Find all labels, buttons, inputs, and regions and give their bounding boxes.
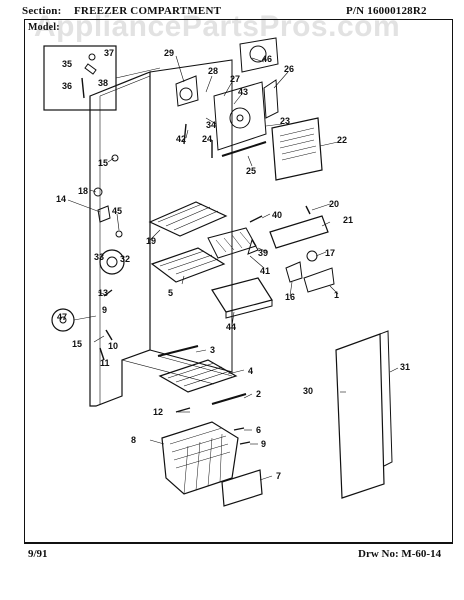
part-39-shape	[247, 238, 259, 255]
part-5-shape	[150, 247, 226, 283]
part-10-shape	[105, 329, 113, 341]
part-15-shape	[111, 154, 119, 162]
part-37-shape	[88, 53, 96, 61]
part-25-shape	[221, 141, 267, 157]
part-22-shape	[271, 117, 323, 181]
callout-18: 18	[78, 186, 88, 196]
callout-31: 31	[400, 362, 410, 372]
part-8-shape	[161, 421, 239, 495]
callout-20: 20	[329, 199, 339, 209]
part-40-shape	[249, 215, 263, 223]
part-31-shape	[379, 330, 393, 467]
callout-36: 36	[62, 81, 72, 91]
part-11-shape	[99, 347, 105, 361]
callout-23: 23	[280, 116, 290, 126]
callout-4: 4	[248, 366, 253, 376]
callout-16: 16	[285, 292, 295, 302]
callout-9b: 9	[261, 439, 266, 449]
callout-42: 42	[176, 134, 186, 144]
model-label: Model:	[28, 22, 60, 33]
part-42-shape	[183, 123, 187, 145]
part-21-shape	[269, 215, 329, 249]
part-number: P/N 16000128R2	[346, 5, 427, 17]
callout-5: 5	[168, 288, 173, 298]
detail-inset-leader	[115, 67, 161, 79]
part-30-shape	[335, 333, 385, 499]
drawing-number: Drw No: M-60-14	[358, 548, 442, 560]
callout-15: 15	[98, 158, 108, 168]
callout-41: 41	[260, 266, 270, 276]
callout-45: 45	[112, 206, 122, 216]
part-16-shape	[285, 261, 303, 283]
part-36-shape	[81, 77, 85, 99]
part-46-shape	[239, 37, 279, 73]
cabinet-liner	[89, 71, 151, 407]
callout-25: 25	[246, 166, 256, 176]
part-33-shape	[99, 249, 125, 275]
part-13-shape	[103, 289, 113, 297]
callout-9: 9	[102, 305, 107, 315]
callout-32: 32	[120, 254, 130, 264]
part-9-shape	[239, 441, 251, 445]
callout-15b: 15	[72, 339, 82, 349]
footer-divider	[24, 542, 453, 544]
callout-1: 1	[334, 290, 339, 300]
footer-date: 9/91	[28, 548, 48, 560]
part-20-shape	[305, 205, 311, 215]
part-1-shape	[303, 267, 335, 293]
callout-6: 6	[256, 425, 261, 435]
callout-27: 27	[230, 74, 240, 84]
part-2-shape	[211, 393, 247, 405]
callout-43: 43	[238, 87, 248, 97]
callout-8: 8	[131, 435, 136, 445]
part-44-shape	[211, 277, 273, 313]
part-7-shape	[221, 469, 263, 507]
callout-29: 29	[164, 48, 174, 58]
callout-38: 38	[98, 78, 108, 88]
callout-46: 46	[262, 54, 272, 64]
callout-26: 26	[284, 64, 294, 74]
callout-39: 39	[258, 248, 268, 258]
part-6-shape	[233, 427, 245, 431]
callout-35: 35	[62, 59, 72, 69]
part-3-shape	[157, 345, 199, 357]
part-29-shape	[175, 75, 199, 107]
callout-7: 7	[276, 471, 281, 481]
callout-13: 13	[98, 288, 108, 298]
part-14-shape	[97, 205, 111, 223]
callout-30: 30	[303, 386, 313, 396]
section-label: Section:	[22, 5, 62, 17]
part-23-shape	[213, 81, 267, 151]
part-17-shape	[306, 250, 318, 262]
part-26-shape	[263, 79, 279, 119]
part-18-shape	[93, 187, 103, 197]
callout-19: 19	[146, 236, 156, 246]
callout-37: 37	[104, 48, 114, 58]
callout-14: 14	[56, 194, 66, 204]
callout-10: 10	[108, 341, 118, 351]
callout-40: 40	[272, 210, 282, 220]
callout-21: 21	[343, 215, 353, 225]
cabinet-back-wall	[149, 59, 233, 373]
part-38-shape	[84, 63, 97, 75]
callout-22: 22	[337, 135, 347, 145]
callout-11: 11	[100, 358, 110, 368]
callout-28: 28	[208, 66, 218, 76]
part-19-shape	[148, 201, 228, 237]
callout-44: 44	[226, 322, 236, 332]
callout-17: 17	[325, 248, 335, 258]
section-title: FREEZER COMPARTMENT	[74, 5, 222, 17]
part-12-shape	[175, 407, 191, 413]
callout-24: 24	[202, 134, 212, 144]
callout-2: 2	[256, 389, 261, 399]
part-45-shape	[115, 230, 123, 238]
callout-33: 33	[94, 252, 104, 262]
callout-34: 34	[206, 120, 216, 130]
callout-12: 12	[153, 407, 163, 417]
part-4-shape	[158, 359, 238, 393]
callout-3: 3	[210, 345, 215, 355]
callout-47: 47	[57, 312, 67, 322]
